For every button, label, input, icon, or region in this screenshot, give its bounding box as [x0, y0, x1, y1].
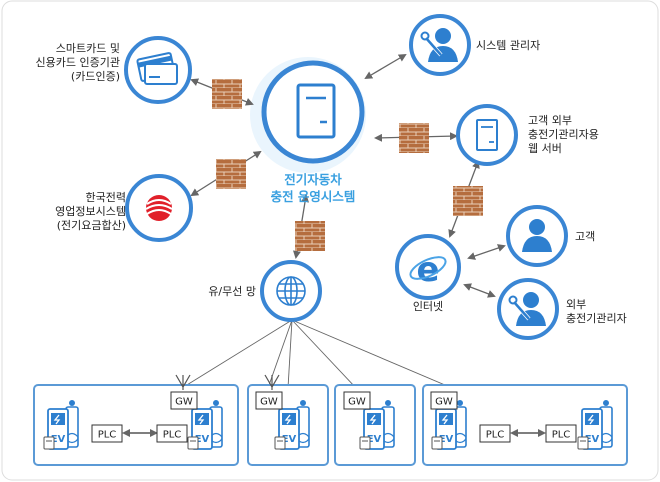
plc-box-text: PLC: [486, 430, 505, 441]
sys-admin-label: 시스템 관리자: [476, 39, 541, 52]
plc-box: PLC: [156, 424, 188, 443]
svg-text:e: e: [416, 250, 439, 290]
network-node: [260, 260, 322, 322]
plc-box-text: PLC: [98, 430, 117, 441]
charger-icon: EV: [187, 400, 223, 450]
gw-box: GW: [343, 391, 371, 410]
ext-admin-node: [497, 278, 559, 340]
server-icon: [296, 83, 336, 139]
gw-box-text: GW: [348, 397, 366, 408]
customer-label: 고객: [575, 230, 596, 243]
globe-icon: [276, 276, 306, 306]
ev-label: EV: [51, 434, 66, 445]
link-internet-extadmin: [463, 283, 496, 298]
net-line-3: [291, 319, 357, 389]
firewall-icon: [216, 159, 246, 189]
station-panels: [33, 384, 628, 466]
firewall-icon: [399, 123, 429, 153]
user-icon: [522, 219, 552, 252]
net-line-4: [291, 319, 453, 389]
station-panel-4: [422, 384, 628, 466]
firewall-icon: [212, 79, 242, 109]
plc-box-text: PLC: [163, 430, 182, 441]
firewall-group: [212, 79, 483, 251]
firewall-icon: [453, 186, 483, 216]
link-internet-customer: [467, 244, 506, 260]
ev-label: EV: [585, 434, 600, 445]
web-server-node: [456, 104, 518, 166]
gw-box: GW: [430, 391, 458, 410]
card-auth-label: 스마트카드 및 신용카드 인증기관 (카드인증): [35, 42, 120, 83]
ev-label: EV: [367, 434, 382, 445]
net-line-5: [181, 319, 293, 389]
ev-label: EV: [282, 434, 297, 445]
plc-box: PLC: [91, 424, 123, 443]
customer-node: [506, 205, 568, 267]
internet-node: e: [395, 234, 461, 300]
charger-group: EV EV PLC PLC GW EV GW EV GW EV EV PLC PLC GW: [43, 391, 613, 450]
ev-label: EV: [195, 434, 210, 445]
ext-admin-label: 외부 충전기관리자: [566, 298, 627, 325]
charger-icon: EV: [43, 400, 79, 450]
plc-box-text: PLC: [552, 430, 571, 441]
charger-icon: EV: [274, 400, 310, 450]
charger-icon: EV: [431, 400, 467, 450]
net-line-2: [287, 319, 293, 389]
charger-icon: EV: [577, 400, 613, 450]
charger-icon: EV: [359, 400, 395, 450]
card-auth-node: [124, 36, 192, 104]
network-label: 유/무선 망: [208, 285, 256, 298]
firewall-icon: [295, 221, 325, 251]
admin-tools-icon: [508, 292, 546, 326]
sys-admin-node: [409, 14, 471, 76]
internet-label: 인터넷: [412, 300, 444, 313]
server-icon: [476, 119, 498, 151]
admin-tools-icon: [420, 28, 458, 62]
plc-box: PLC: [545, 424, 577, 443]
gw-box: GW: [170, 391, 198, 410]
gw-box-text: GW: [260, 397, 278, 408]
internet-explorer-icon: e: [409, 250, 447, 290]
gw-box-text: GW: [175, 397, 193, 408]
ev-label: EV: [439, 434, 454, 445]
kepco-label: 한국전력 영업정보시스템 (전기요금합산): [55, 191, 126, 232]
kepco-node: [125, 174, 193, 242]
antenna-icon: [175, 374, 191, 390]
plc-box: PLC: [479, 424, 511, 443]
center-node: [261, 60, 365, 164]
antenna-icon: [264, 374, 280, 390]
credit-card-icon: [136, 52, 178, 85]
kepco-logo-icon: [145, 195, 173, 221]
gw-box: GW: [255, 391, 283, 410]
gw-box-text: GW: [435, 397, 453, 408]
web-server-label: 고객 외부 충전기관리자용 웹 서버: [528, 114, 599, 155]
center-label: 전기자동차 충전 운영시스템: [270, 172, 356, 204]
link-admin-center: [364, 53, 407, 80]
